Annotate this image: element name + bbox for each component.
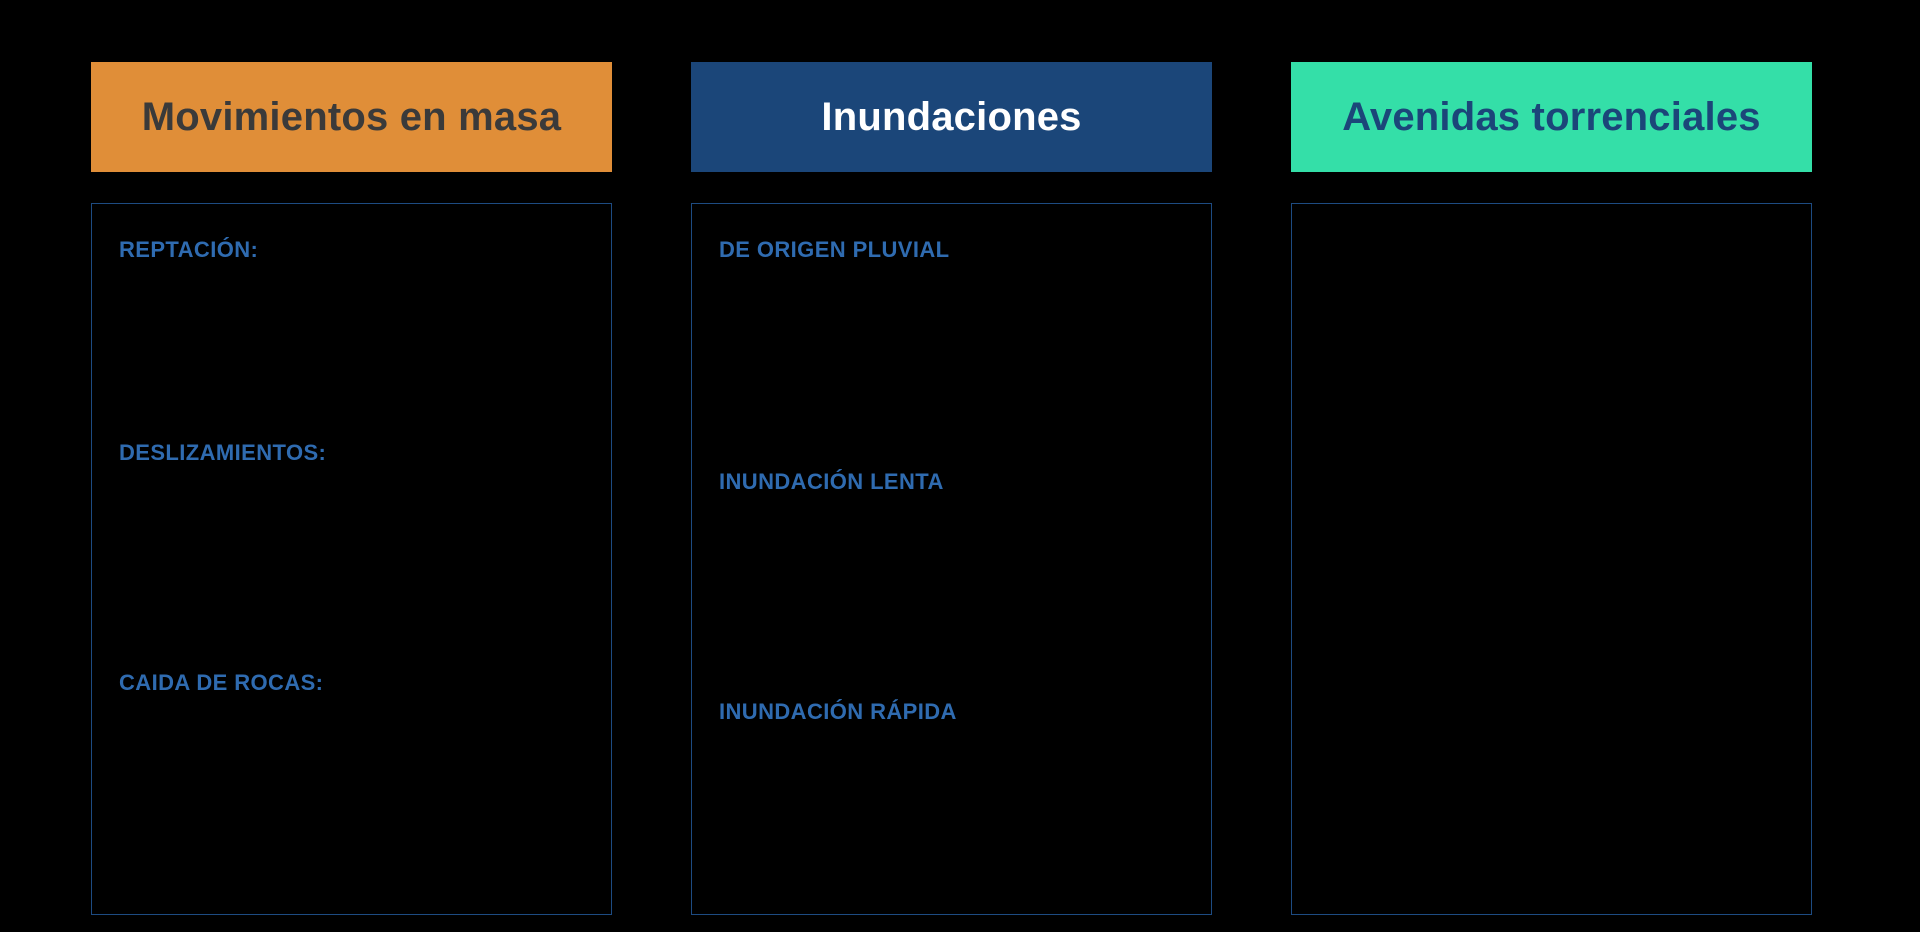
column-body-avenidas-torrenciales[interactable]	[1291, 203, 1812, 915]
column-header-title: Avenidas torrenciales	[1342, 95, 1761, 139]
column-header-title: Movimientos en masa	[141, 95, 562, 139]
entry-label: REPTACIÓN:	[119, 237, 259, 262]
column-body-movimientos-en-masa[interactable]: REPTACIÓN: DESLIZAMIENTOS: CAIDA DE ROCA…	[91, 203, 612, 915]
entry-label: INUNDACIÓN LENTA	[719, 469, 944, 494]
column-movimientos-en-masa: Movimientos en masa REPTACIÓN: DESLIZAMI…	[91, 62, 612, 915]
column-avenidas-torrenciales: Avenidas torrenciales	[1291, 62, 1812, 915]
column-header-title: Inundaciones	[821, 95, 1082, 139]
entry-label: DE ORIGEN PLUVIAL	[719, 237, 950, 262]
entry-label: DESLIZAMIENTOS:	[119, 440, 327, 465]
column-group: Movimientos en masa REPTACIÓN: DESLIZAMI…	[91, 62, 1812, 915]
column-header-avenidas-torrenciales[interactable]: Avenidas torrenciales	[1291, 62, 1812, 172]
column-header-movimientos-en-masa[interactable]: Movimientos en masa	[91, 62, 612, 172]
entry-label: INUNDACIÓN RÁPIDA	[719, 699, 957, 724]
entry-label: CAIDA DE ROCAS:	[119, 670, 324, 695]
column-header-inundaciones[interactable]: Inundaciones	[691, 62, 1212, 172]
column-body-inundaciones[interactable]: DE ORIGEN PLUVIAL INUNDACIÓN LENTA INUND…	[691, 203, 1212, 915]
column-inundaciones: Inundaciones DE ORIGEN PLUVIAL INUNDACIÓ…	[691, 62, 1212, 915]
